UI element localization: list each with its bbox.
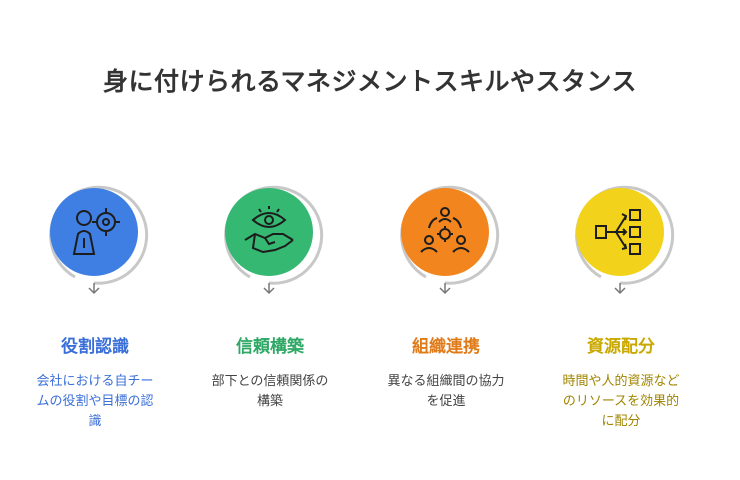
card-trust-building: 信頼構築 部下との信頼関係の 構築 xyxy=(190,165,350,445)
desc-line: 時間や人的資源など xyxy=(562,374,680,389)
desc-line: ムの役割や目標の認 xyxy=(36,394,154,409)
person-target-icon xyxy=(72,208,120,255)
card-description: 部下との信頼関係の 構築 xyxy=(198,372,342,412)
badge-circle xyxy=(401,188,489,276)
card-heading: 資源配分 xyxy=(587,337,655,357)
desc-line: 構築 xyxy=(256,394,283,409)
card-org-collaboration: 組織連携 異なる組織間の協力 を促進 xyxy=(366,165,526,445)
desc-line: に配分 xyxy=(601,414,641,429)
desc-line: を促進 xyxy=(426,394,466,409)
desc-line: 識 xyxy=(88,414,102,429)
card-heading: 役割認識 xyxy=(61,337,129,357)
card-description: 会社における自チー ムの役割や目標の認 識 xyxy=(23,372,167,432)
desc-line: 異なる組織間の協力 xyxy=(387,374,505,389)
badge-circle xyxy=(225,188,313,276)
card-resource-allocation: 資源配分 時間や人的資源など のリソースを効果的 に配分 xyxy=(541,165,701,445)
card-role-awareness: 役割認識 会社における自チー ムの役割や目標の認 識 xyxy=(15,165,175,445)
badge-circle xyxy=(50,188,138,276)
card-description: 異なる組織間の協力 を促進 xyxy=(374,372,518,412)
page-title: 身に付けられるマネジメントスキルやスタンス xyxy=(102,67,637,96)
desc-line: 部下との信頼関係の xyxy=(211,374,329,389)
flow-distribution-icon xyxy=(595,209,641,255)
card-heading: 組織連携 xyxy=(412,337,480,357)
card-description: 時間や人的資源など のリソースを効果的 に配分 xyxy=(549,372,693,432)
desc-line: 会社における自チー xyxy=(36,374,154,389)
desc-line: のリソースを効果的 xyxy=(562,394,680,409)
card-heading: 信頼構築 xyxy=(236,337,304,357)
eye-handshake-icon xyxy=(244,206,294,254)
team-gear-icon xyxy=(420,207,470,253)
badge-circle xyxy=(576,188,664,276)
